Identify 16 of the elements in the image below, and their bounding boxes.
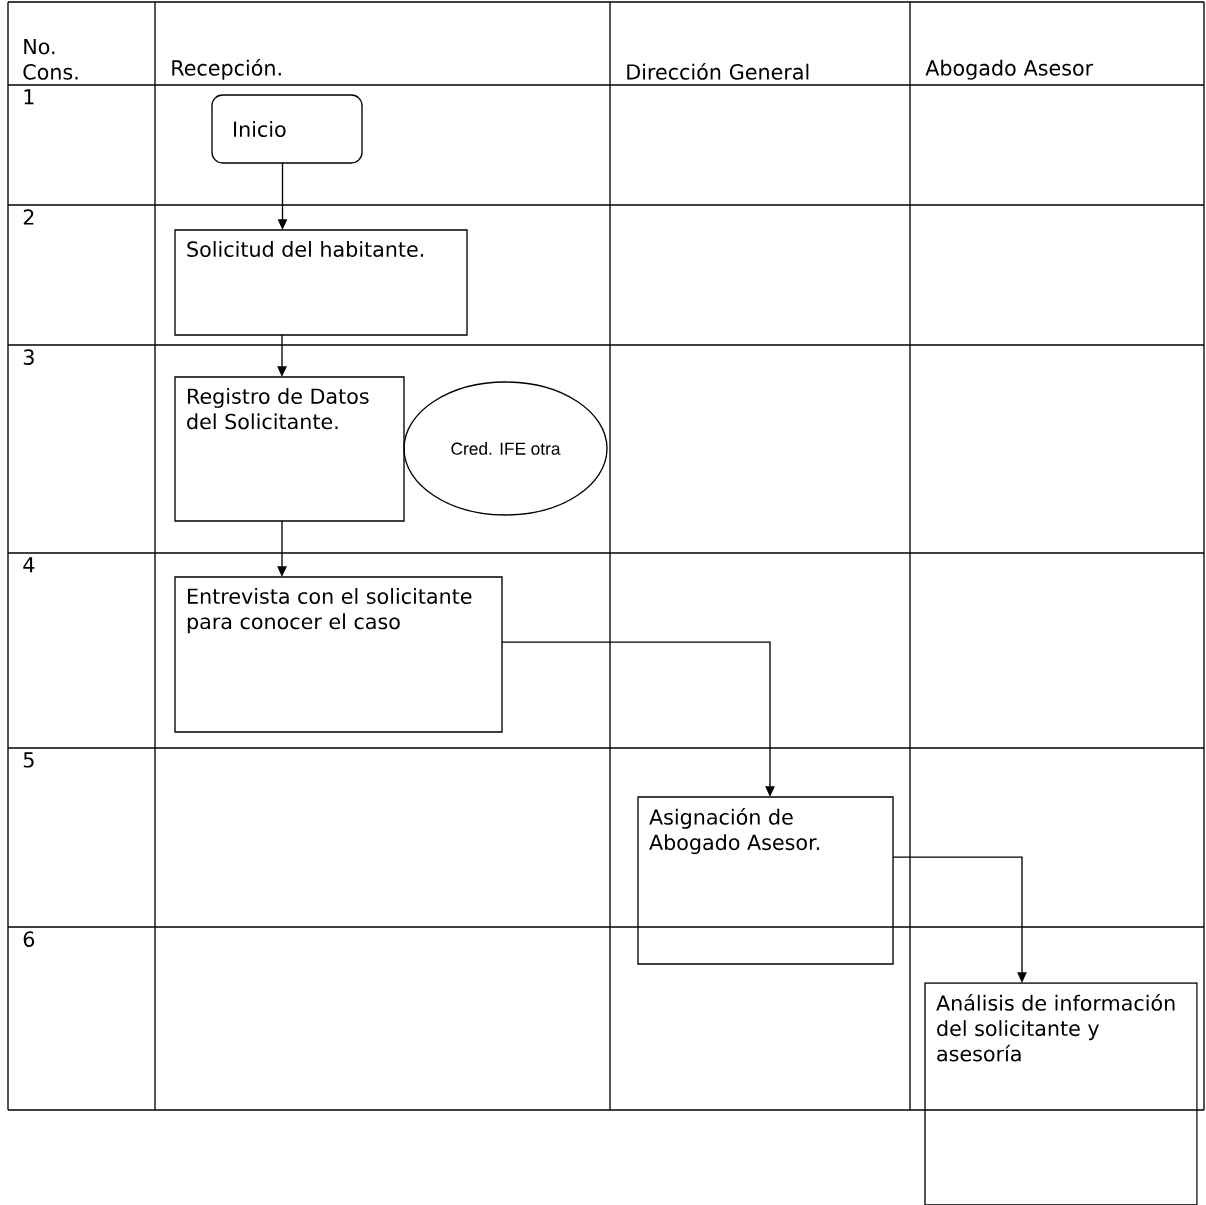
column-header: Recepción.: [172, 58, 281, 80]
start-box: Inicio: [211, 94, 363, 164]
row-number: 6: [23, 931, 35, 947]
process-box: Registro de Datos del Solicitante.: [174, 376, 405, 522]
process-box: Solicitud del habitante.: [174, 229, 468, 336]
process-box: Análisis de información del solicitante y asesoría: [924, 982, 1198, 1205]
column-header: Abogado Asesor: [925, 59, 1094, 80]
row-number: 4: [23, 557, 35, 573]
row-number: 5: [23, 752, 34, 768]
column-header: No. Cons.: [23, 39, 78, 80]
process-box: Entrevista con el solicitante para conocer el caso: [174, 576, 503, 733]
row-number: 2: [23, 209, 34, 225]
row-number: 3: [23, 349, 34, 365]
row-number: 1: [24, 89, 34, 105]
process-box: Asignación de Abogado Asesor.: [637, 796, 894, 965]
column-header: Dirección General: [627, 62, 809, 80]
